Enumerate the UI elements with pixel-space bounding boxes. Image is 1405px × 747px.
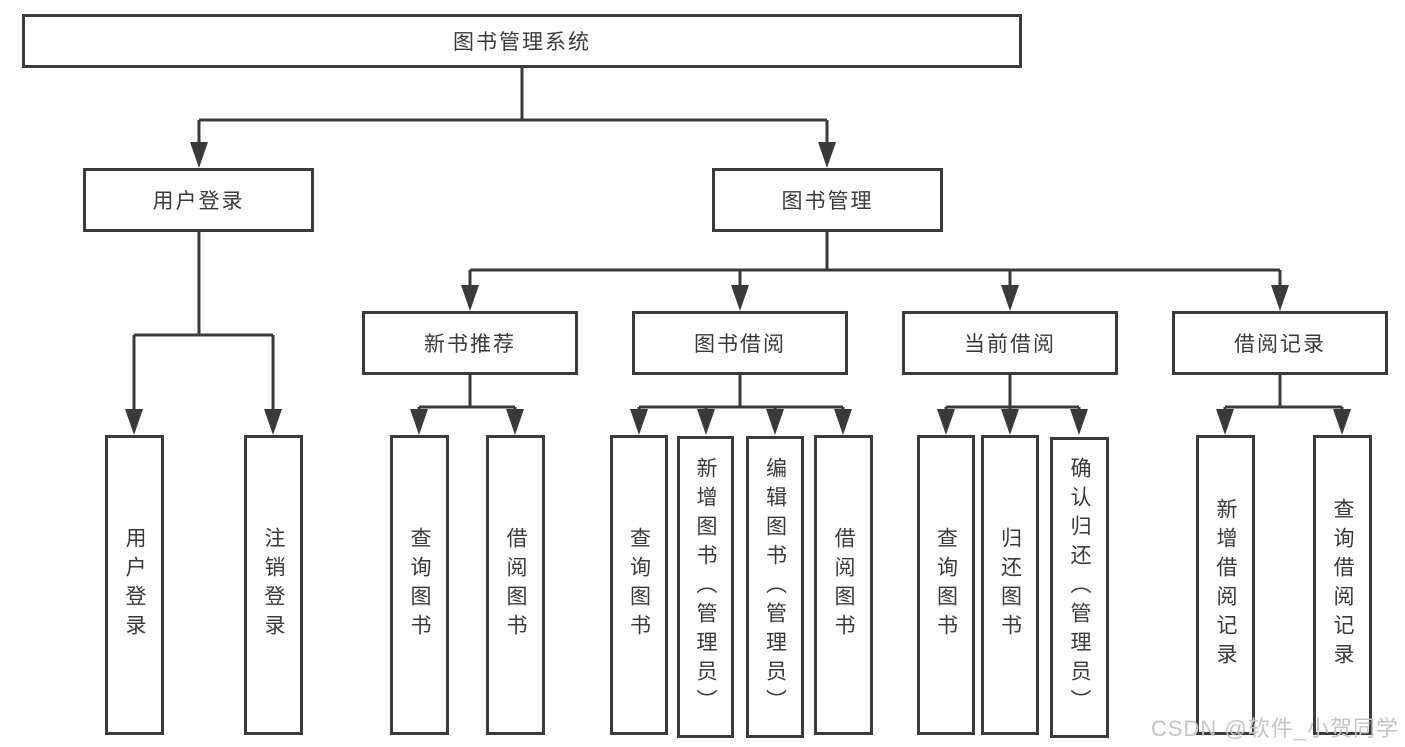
node-add-books-admin: 新增图书（管理员） [677, 436, 734, 738]
node-confirm-return-admin: 确认归还（管理员） [1050, 437, 1109, 738]
node-borrow-books-borrowing: 借阅图书 [814, 435, 873, 735]
node-query-borrow-record: 查询借阅记录 [1313, 435, 1372, 735]
node-new-book-recommend: 新书推荐 [362, 311, 578, 375]
node-confirm-return-admin-label: 确认归还（管理员） [1068, 457, 1091, 718]
node-library-system: 图书管理系统 [22, 14, 1022, 68]
connector-root [190, 68, 836, 168]
connector-user-login [125, 232, 282, 435]
node-user-login: 用户登录 [83, 168, 314, 232]
node-login-label: 用户登录 [123, 527, 146, 643]
connector-book-management [461, 232, 1289, 311]
node-book-management: 图书管理 [712, 168, 943, 232]
node-add-borrow-record-label: 新增借阅记录 [1214, 498, 1237, 672]
node-new-book-recommend-label: 新书推荐 [424, 333, 516, 356]
node-add-borrow-record: 新增借阅记录 [1196, 435, 1255, 735]
node-login: 用户登录 [105, 435, 164, 735]
node-user-login-label: 用户登录 [152, 190, 245, 213]
node-borrowing-records: 借阅记录 [1172, 311, 1388, 375]
node-current-borrowing: 当前借阅 [902, 311, 1118, 375]
node-query-borrow-record-label: 查询借阅记录 [1331, 498, 1354, 672]
node-query-books-borrowing: 查询图书 [610, 435, 668, 735]
node-book-borrowing: 图书借阅 [632, 311, 848, 375]
node-library-system-label: 图书管理系统 [453, 31, 591, 54]
node-logout-label: 注销登录 [262, 527, 285, 643]
connector-borrowing-records [1216, 375, 1351, 435]
node-query-books-borrowing-label: 查询图书 [627, 527, 651, 643]
node-edit-books-admin: 编辑图书（管理员） [746, 436, 804, 738]
node-return-books: 归还图书 [981, 435, 1039, 735]
node-borrow-books-borrowing-label: 借阅图书 [832, 527, 855, 643]
node-query-books-recommend: 查询图书 [390, 435, 449, 735]
node-borrow-books-recommend-label: 借阅图书 [504, 527, 527, 643]
node-edit-books-admin-label: 编辑图书（管理员） [763, 456, 787, 718]
node-logout: 注销登录 [244, 435, 303, 735]
node-current-borrowing-label: 当前借阅 [964, 333, 1056, 356]
node-borrowing-records-label: 借阅记录 [1234, 333, 1326, 356]
node-query-books-current: 查询图书 [917, 435, 975, 735]
connector-current-borrowing [937, 375, 1088, 435]
connector-book-borrowing [630, 375, 852, 435]
node-book-management-label: 图书管理 [781, 190, 874, 213]
node-query-books-recommend-label: 查询图书 [408, 527, 431, 643]
node-return-books-label: 归还图书 [998, 527, 1022, 643]
node-borrow-books-recommend: 借阅图书 [486, 435, 545, 735]
node-book-borrowing-label: 图书借阅 [694, 333, 786, 356]
watermark: CSDN @软件_小贺同学 [1150, 716, 1399, 741]
connector-new-book-recommend [410, 375, 524, 435]
node-query-books-current-label: 查询图书 [934, 527, 958, 643]
node-add-books-admin-label: 新增图书（管理员） [694, 456, 717, 718]
